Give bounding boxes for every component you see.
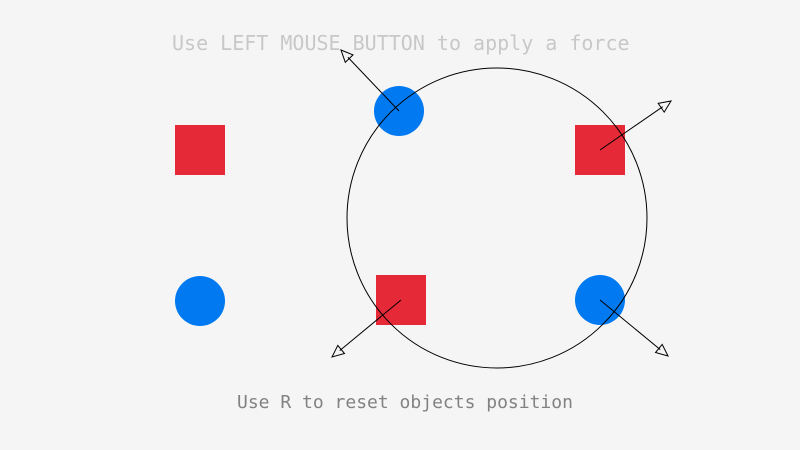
force-arrow-head [340,49,354,64]
physics-box[interactable] [175,125,225,175]
physics-ball[interactable] [175,276,225,326]
force-arrow [340,49,400,112]
force-arrow [599,299,669,357]
force-arrow [599,100,673,151]
force-arrow-head [654,343,669,357]
force-arrows-layer [331,49,673,358]
force-arrow-line [339,299,402,352]
instruction-reset: Use R to reset objects position [237,392,573,413]
boundary-circle [346,67,648,369]
instruction-apply-force: Use LEFT MOUSE BUTTON to apply a force [172,31,630,55]
physics-objects-layer [175,86,625,326]
force-arrow-line [347,56,400,112]
force-arrow-head [657,100,673,114]
force-arrow-line [599,299,661,351]
force-arrow-head [331,344,346,358]
force-arrow [331,299,402,358]
force-arrow-line [599,106,664,151]
